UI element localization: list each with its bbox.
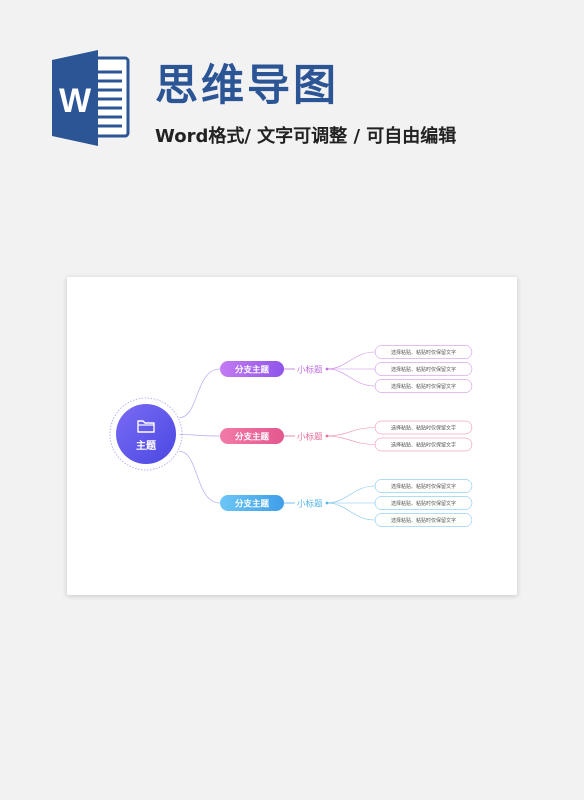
branch-node[interactable]: 分支主题 <box>220 495 284 511</box>
mindmap-svg: 主题 分支主题小标题选择粘贴、粘贴时仅保留文字选择粘贴、粘贴时仅保留文字选择粘贴… <box>109 345 473 527</box>
leaf-link <box>326 427 376 437</box>
word-logo-icon: W <box>52 50 130 146</box>
leaf-node[interactable]: 选择粘贴、粘贴时仅保留文字 <box>374 437 473 452</box>
leaf-label: 选择粘贴、粘贴时仅保留文字 <box>391 442 456 449</box>
word-logo-letter: W <box>59 82 92 120</box>
leaf-label: 选择粘贴、粘贴时仅保留文字 <box>391 383 456 390</box>
leaf-node[interactable]: 选择粘贴、粘贴时仅保留文字 <box>374 362 473 376</box>
leaf-link <box>326 435 376 445</box>
leaf-node[interactable]: 选择粘贴、粘贴时仅保留文字 <box>374 513 473 527</box>
leaf-node[interactable]: 选择粘贴、粘贴时仅保留文字 <box>374 345 473 359</box>
leaf-node[interactable]: 选择粘贴、粘贴时仅保留文字 <box>374 479 473 493</box>
branch-label: 分支主题 <box>235 365 270 376</box>
leaf-link <box>326 368 376 387</box>
leaf-node[interactable]: 选择粘贴、粘贴时仅保留文字 <box>374 379 473 393</box>
branch-subtitle: 小标题 <box>297 432 323 443</box>
branch-junction-dot <box>325 434 329 438</box>
center-branch-link <box>179 450 221 504</box>
branch-junction-dot <box>325 367 329 371</box>
branch-node[interactable]: 分支主题 <box>220 428 284 444</box>
center-node[interactable]: 主题 <box>109 397 183 471</box>
leaf-node[interactable]: 选择粘贴、粘贴时仅保留文字 <box>374 496 473 510</box>
leaf-link <box>326 485 376 504</box>
branch-junction-dot <box>325 501 329 505</box>
mindmap-branches: 分支主题小标题选择粘贴、粘贴时仅保留文字选择粘贴、粘贴时仅保留文字选择粘贴、粘贴… <box>220 345 473 527</box>
mindmap-links <box>179 351 376 521</box>
leaf-link <box>326 351 376 370</box>
mindmap-canvas: 主题 分支主题小标题选择粘贴、粘贴时仅保留文字选择粘贴、粘贴时仅保留文字选择粘贴… <box>67 277 517 595</box>
leaf-label: 选择粘贴、粘贴时仅保留文字 <box>391 517 456 524</box>
leaf-link <box>326 502 376 521</box>
leaf-label: 选择粘贴、粘贴时仅保留文字 <box>391 500 456 507</box>
center-node-label: 主题 <box>136 439 157 452</box>
branch-label: 分支主题 <box>235 432 270 443</box>
center-branch-link <box>179 368 221 419</box>
page-subtitle: Word格式/ 文字可调整 / 可自由编辑 <box>155 126 457 147</box>
branch-label: 分支主题 <box>235 499 270 510</box>
branch-node[interactable]: 分支主题 <box>220 361 284 377</box>
branch-subtitle: 小标题 <box>297 365 323 376</box>
folder-icon <box>137 420 155 433</box>
leaf-node[interactable]: 选择粘贴、粘贴时仅保留文字 <box>374 420 473 435</box>
branch-subtitle: 小标题 <box>297 499 323 510</box>
leaf-label: 选择粘贴、粘贴时仅保留文字 <box>391 483 456 490</box>
center-branch-link <box>179 434 221 437</box>
leaf-label: 选择粘贴、粘贴时仅保留文字 <box>391 425 456 432</box>
leaf-label: 选择粘贴、粘贴时仅保留文字 <box>391 349 456 356</box>
page-title: 思维导图 <box>155 61 339 111</box>
leaf-label: 选择粘贴、粘贴时仅保留文字 <box>391 366 456 373</box>
